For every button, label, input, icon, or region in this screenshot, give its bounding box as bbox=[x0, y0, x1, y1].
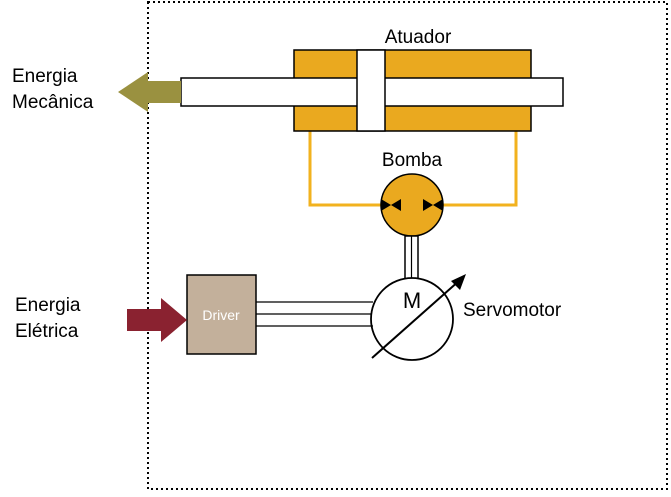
hydraulic-line-right bbox=[443, 131, 518, 207]
energy-mech-label-line2: Mecânica bbox=[12, 92, 94, 113]
energy-mech-label-line1: Energia bbox=[12, 66, 78, 87]
servomotor-label: Servomotor bbox=[463, 300, 562, 321]
electrical-energy-arrow bbox=[127, 298, 187, 342]
energy-elec-label-line1: Energia bbox=[15, 295, 81, 316]
driver-box bbox=[186, 274, 257, 355]
servomotor-arrow-head bbox=[451, 274, 466, 290]
system-boundary bbox=[147, 1, 668, 490]
mechanical-energy-arrow bbox=[118, 72, 181, 112]
actuator-label: Atuador bbox=[385, 27, 452, 48]
piston bbox=[356, 49, 386, 132]
energy-elec-label-line2: Elétrica bbox=[15, 321, 79, 342]
motor-symbol: M bbox=[403, 288, 421, 313]
pump-left-triangle bbox=[381, 199, 391, 211]
pump-left-triangle-2 bbox=[391, 199, 401, 211]
driver-label: Driver bbox=[202, 307, 240, 323]
pump-label: Bomba bbox=[382, 150, 443, 171]
pump-right-triangle bbox=[423, 199, 433, 211]
pump-right-triangle-2 bbox=[433, 199, 443, 211]
hydraulic-line-left bbox=[308, 131, 382, 207]
servomotor-variable-arrow bbox=[371, 279, 461, 359]
